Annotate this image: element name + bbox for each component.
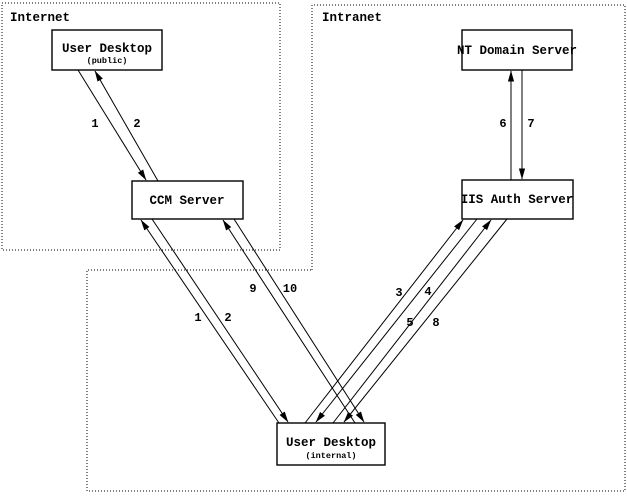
internet-zone-border (1, 2, 281, 251)
flow-line-public-to-ccm-1 (77, 69, 147, 181)
user-desktop-public-title: User Desktop (62, 42, 152, 56)
node-nt-domain-server: NT Domain Server (457, 29, 577, 71)
iis-auth-server-title: IIS Auth Server (461, 193, 574, 207)
flow-line-internal-to-iis-5 (332, 219, 492, 424)
step-label-internal-iis-5: 5 (406, 316, 413, 330)
user-desktop-internal-subtitle: (internal) (305, 451, 356, 461)
step-label-public-ccm-1: 1 (91, 117, 98, 131)
step-label-nt-iis-7: 7 (527, 117, 534, 131)
flow-line-ccm-to-internal-10 (233, 218, 365, 423)
node-user-desktop-internal: User Desktop (internal) (276, 422, 386, 466)
user-desktop-internal-title: User Desktop (286, 436, 376, 450)
ccm-server-box (131, 180, 244, 220)
intranet-zone-label: Intranet (322, 11, 382, 25)
nt-domain-server-box (461, 29, 573, 71)
node-user-desktop-public: User Desktop (public) (51, 29, 163, 71)
step-label-internal-ccm-1: 1 (194, 311, 201, 325)
step-label-internal-ccm-2: 2 (224, 311, 231, 325)
flow-line-iis-to-internal-8 (343, 218, 508, 423)
flow-line-ccm-to-internal-2 (151, 218, 289, 423)
internet-zone-label: Internet (10, 11, 70, 25)
node-iis-auth-server: IIS Auth Server (461, 179, 574, 220)
flow-line-ccm-to-public-2 (94, 70, 159, 182)
flow-line-internal-to-ccm-9 (222, 219, 356, 424)
flow-line-iis-to-internal-4 (315, 218, 478, 423)
node-ccm-server: CCM Server (131, 180, 244, 220)
flow-line-internal-to-iis-3 (304, 219, 464, 424)
step-label-internal-ccm-9: 9 (249, 282, 256, 296)
intranet-zone-border (86, 4, 626, 492)
nt-domain-server-title: NT Domain Server (457, 44, 577, 58)
step-label-internal-iis-8: 8 (432, 316, 439, 330)
user-desktop-public-box (51, 29, 163, 71)
step-label-internal-ccm-10: 10 (283, 282, 297, 296)
step-label-internal-iis-3: 3 (395, 286, 402, 300)
user-desktop-internal-box (276, 422, 386, 466)
flow-line-internal-to-ccm-1 (140, 219, 280, 424)
iis-auth-server-box (461, 179, 574, 220)
step-label-nt-iis-6: 6 (499, 117, 506, 131)
user-desktop-public-subtitle: (public) (87, 56, 128, 66)
step-label-internal-iis-4: 4 (424, 285, 431, 299)
step-label-public-ccm-2: 2 (133, 117, 140, 131)
ccm-server-title: CCM Server (149, 194, 224, 208)
